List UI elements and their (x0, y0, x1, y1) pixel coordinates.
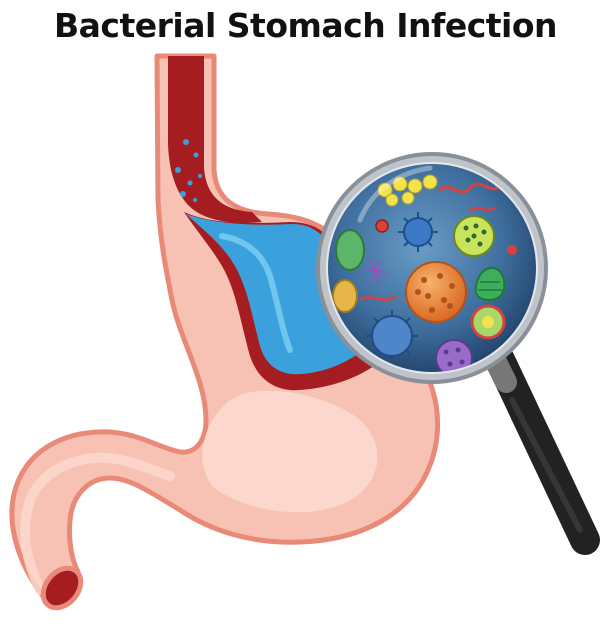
acid-shine (219, 233, 293, 353)
virus-icon (366, 310, 418, 362)
page-title: Bacterial Stomach Infection (53, 6, 558, 45)
magnifying-glass-icon (316, 152, 600, 555)
virus-icon (405, 261, 467, 323)
bacteria-icon (332, 165, 517, 372)
acid-bubble-icon (175, 139, 202, 202)
stomach-highlight (202, 390, 378, 513)
duodenum (20, 452, 175, 595)
virus-icon (398, 212, 438, 252)
intestine-opening (40, 565, 84, 611)
